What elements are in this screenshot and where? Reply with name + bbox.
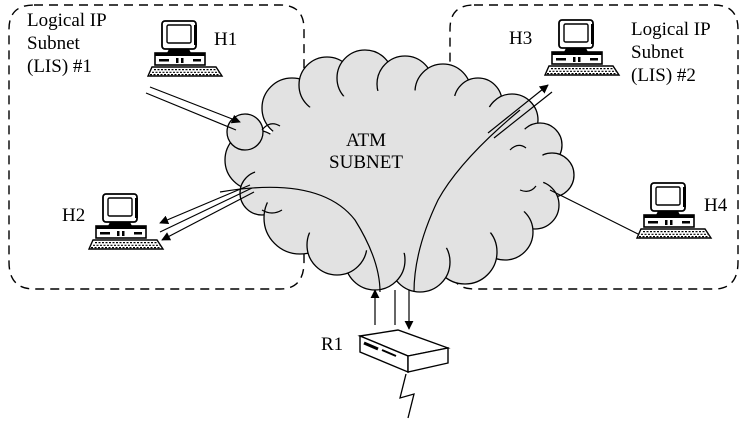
h2-workstation-icon	[88, 193, 164, 250]
h3-label: H3	[509, 28, 532, 49]
cloud-label-line2: SUBNET	[329, 152, 403, 173]
h4-label: H4	[704, 195, 728, 216]
lis1-boundary	[8, 4, 305, 290]
cloud-label-line1: ATM	[346, 130, 386, 151]
h4-workstation-icon	[636, 182, 712, 239]
lis2-label-line2: Subnet	[631, 42, 685, 63]
wan-link	[399, 373, 415, 419]
h3-workstation-icon	[544, 19, 620, 76]
cloud-detail	[261, 123, 537, 214]
lis1-label-line2: Subnet	[27, 33, 81, 54]
h2-label: H2	[62, 205, 85, 226]
lis1-label-line1: Logical IP	[27, 10, 107, 31]
h1-workstation-icon	[147, 20, 223, 77]
router-icon	[357, 329, 451, 374]
connections	[145, 84, 641, 330]
atm-cloud	[224, 49, 575, 293]
router-label: R1	[321, 334, 343, 355]
h1-label: H1	[214, 29, 237, 50]
lis2-label-line1: Logical IP	[631, 19, 711, 40]
lis1-label-line3: (LIS) #1	[27, 56, 92, 77]
lis2-label-line3: (LIS) #2	[631, 65, 696, 86]
